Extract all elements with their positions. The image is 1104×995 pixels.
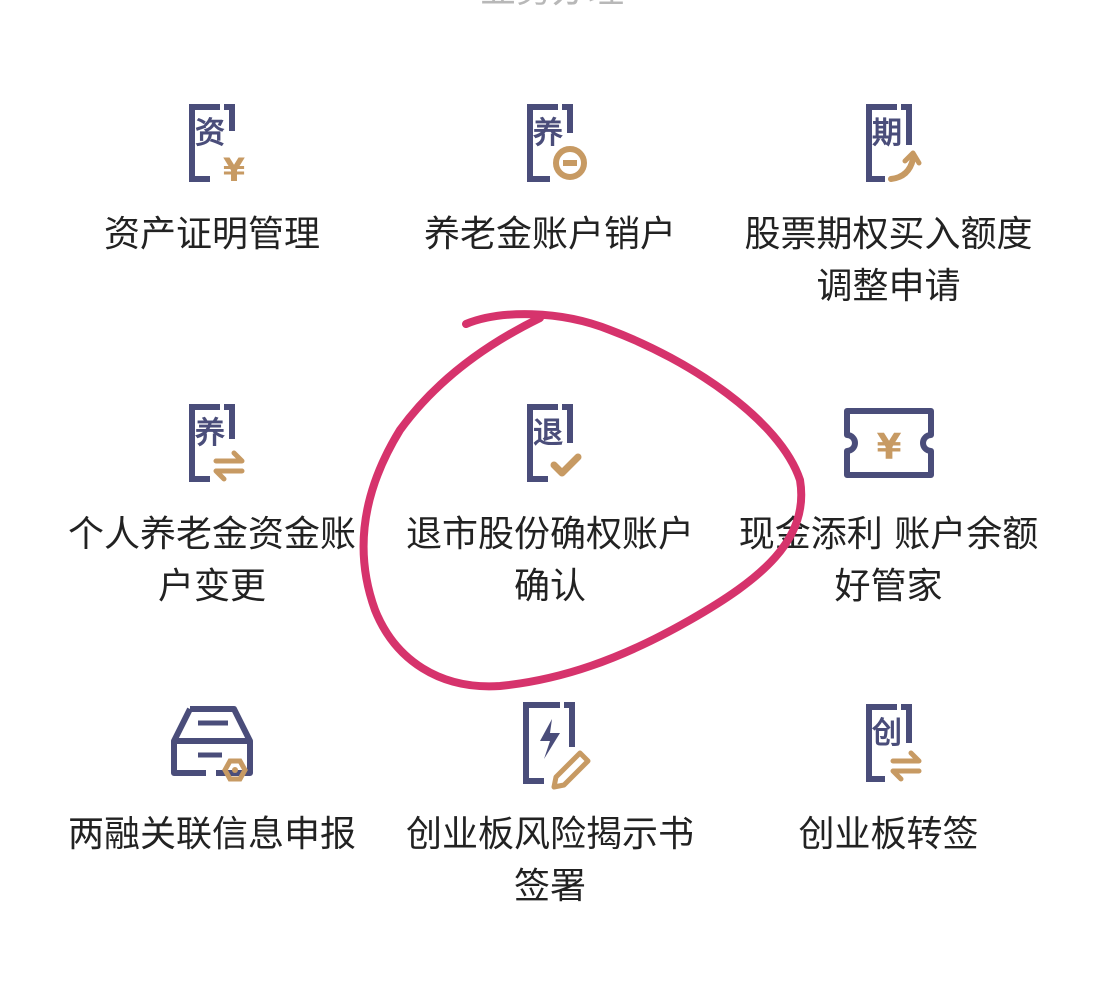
section-title: 业务办理	[0, 0, 1104, 8]
tile-label: 退市股份确权账户确认	[405, 514, 694, 607]
svg-text:资: 资	[195, 116, 225, 151]
tile-cash-ticket[interactable]: ¥ 现金添利 账户余额好管家	[719, 395, 1058, 695]
tile-label: 创业板转签	[798, 814, 979, 855]
delisted-share-confirm-icon: 退	[527, 404, 582, 482]
tile-label: 两融关联信息申报	[67, 814, 356, 855]
option-quota-icon: 期	[865, 104, 921, 182]
svg-text:养: 养	[195, 416, 225, 451]
tile-chinext-transfer[interactable]: 创 创业板转签	[719, 695, 1058, 995]
margin-info-report-icon	[171, 706, 253, 782]
chinext-transfer-icon: 创	[865, 704, 921, 782]
tile-asset-certificate[interactable]: 资 ¥ 资产证明管理	[43, 95, 381, 395]
tile-label: 资产证明管理	[103, 214, 320, 255]
svg-text:创: 创	[871, 716, 902, 751]
svg-text:期: 期	[872, 116, 902, 151]
tile-label: 股票期权买入额度调整申请	[744, 214, 1033, 307]
svg-text:¥: ¥	[876, 427, 901, 468]
svg-text:养: 养	[533, 116, 563, 151]
cash-ticket-icon: ¥	[843, 408, 934, 478]
service-grid: 资 ¥ 资产证明管理 养 养老金账户销户 期 股票期权买入额度调整申请	[43, 95, 1058, 995]
tile-margin-info-report[interactable]: 两融关联信息申报	[43, 695, 381, 995]
chinext-risk-sign-icon	[523, 702, 591, 790]
tile-pension-account-close[interactable]: 养 养老金账户销户	[381, 95, 719, 395]
tile-option-quota[interactable]: 期 股票期权买入额度调整申请	[719, 95, 1058, 395]
tile-chinext-risk-sign[interactable]: 创业板风险揭示书签署	[381, 695, 719, 995]
pension-fund-change-icon: 养	[189, 404, 245, 482]
tile-label: 创业板风险揭示书签署	[405, 814, 694, 907]
svg-text:¥: ¥	[223, 151, 245, 189]
tile-label: 个人养老金资金账户变更	[67, 514, 356, 607]
asset-certificate-icon: 资 ¥	[189, 104, 245, 189]
pension-account-close-icon: 养	[527, 104, 587, 182]
svg-text:退: 退	[533, 416, 563, 451]
tile-label: 养老金账户销户	[423, 214, 676, 255]
tile-label: 现金添利 账户余额好管家	[738, 514, 1039, 607]
tile-delisted-share-confirm[interactable]: 退 退市股份确权账户确认	[381, 395, 719, 695]
tile-pension-fund-change[interactable]: 养 个人养老金资金账户变更	[43, 395, 381, 695]
